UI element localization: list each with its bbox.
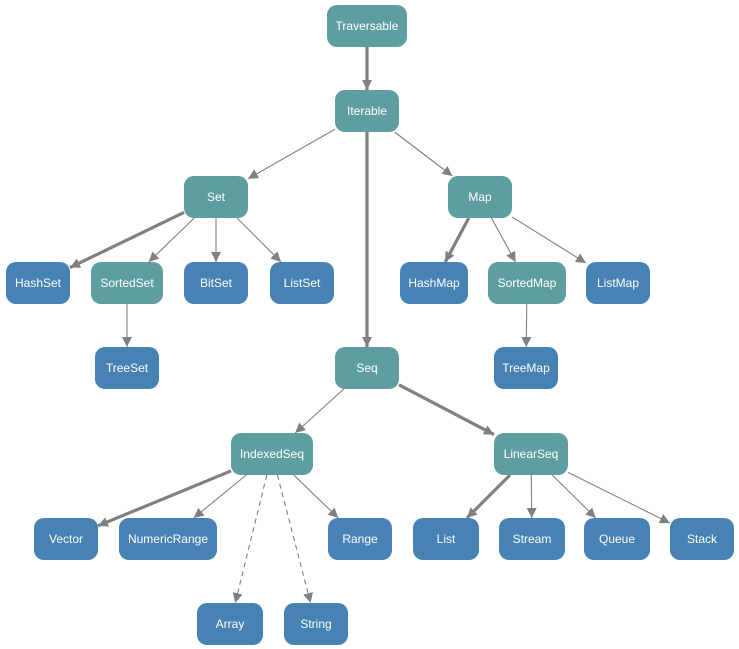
- node-stack: Stack: [670, 518, 734, 560]
- node-listmap: ListMap: [586, 262, 650, 304]
- edge-group: [69, 47, 671, 604]
- edge-indexedseq-to-numericrange: [193, 474, 247, 519]
- edge-linearseq-to-stream: [526, 474, 537, 519]
- edge-sortedmap-to-treemap: [521, 303, 532, 348]
- node-stream: Stream: [499, 518, 565, 560]
- edge-linearseq-to-list: [465, 473, 512, 520]
- node-numericrange: NumericRange: [119, 518, 217, 560]
- edge-seq-to-linearseq: [398, 383, 495, 437]
- node-hashmap: HashMap: [400, 262, 468, 304]
- edge-map-to-listmap: [511, 216, 587, 264]
- edge-indexedseq-to-vector: [97, 469, 232, 528]
- edge-indexedseq-to-string: [276, 474, 313, 604]
- node-treeset: TreeSet: [95, 347, 159, 389]
- node-list: List: [413, 518, 479, 560]
- edge-iterable-to-map: [394, 131, 453, 177]
- node-set: Set: [184, 176, 248, 218]
- node-iterable: Iterable: [335, 90, 399, 132]
- node-sortedmap: SortedMap: [488, 262, 566, 304]
- node-hashset: HashSet: [6, 262, 70, 304]
- edge-set-to-listset: [236, 217, 282, 263]
- edge-map-to-hashmap: [443, 217, 471, 263]
- edge-linearseq-to-stack: [567, 471, 671, 524]
- node-queue: Queue: [584, 518, 650, 560]
- node-traversable: Traversable: [327, 5, 407, 47]
- node-range: Range: [328, 518, 392, 560]
- node-array: Array: [197, 603, 263, 645]
- node-linearseq: LinearSeq: [494, 433, 568, 475]
- edge-seq-to-indexedseq: [294, 388, 345, 434]
- node-map: Map: [448, 176, 512, 218]
- node-listset: ListSet: [270, 262, 334, 304]
- node-indexedseq: IndexedSeq: [231, 433, 313, 475]
- node-seq: Seq: [335, 347, 399, 389]
- edge-set-to-sortedset: [148, 217, 195, 263]
- node-bitset: BitSet: [184, 262, 248, 304]
- edge-set-to-hashset: [69, 211, 185, 269]
- node-string: String: [284, 603, 348, 645]
- edge-linearseq-to-queue: [551, 474, 597, 519]
- edge-iterable-to-set: [247, 128, 336, 180]
- edge-indexedseq-to-range: [293, 474, 339, 519]
- edge-indexedseq-to-array: [232, 474, 268, 604]
- node-vector: Vector: [34, 518, 98, 560]
- node-sortedset: SortedSet: [91, 262, 163, 304]
- node-treemap: TreeMap: [494, 347, 558, 389]
- edge-map-to-sortedmap: [490, 217, 517, 263]
